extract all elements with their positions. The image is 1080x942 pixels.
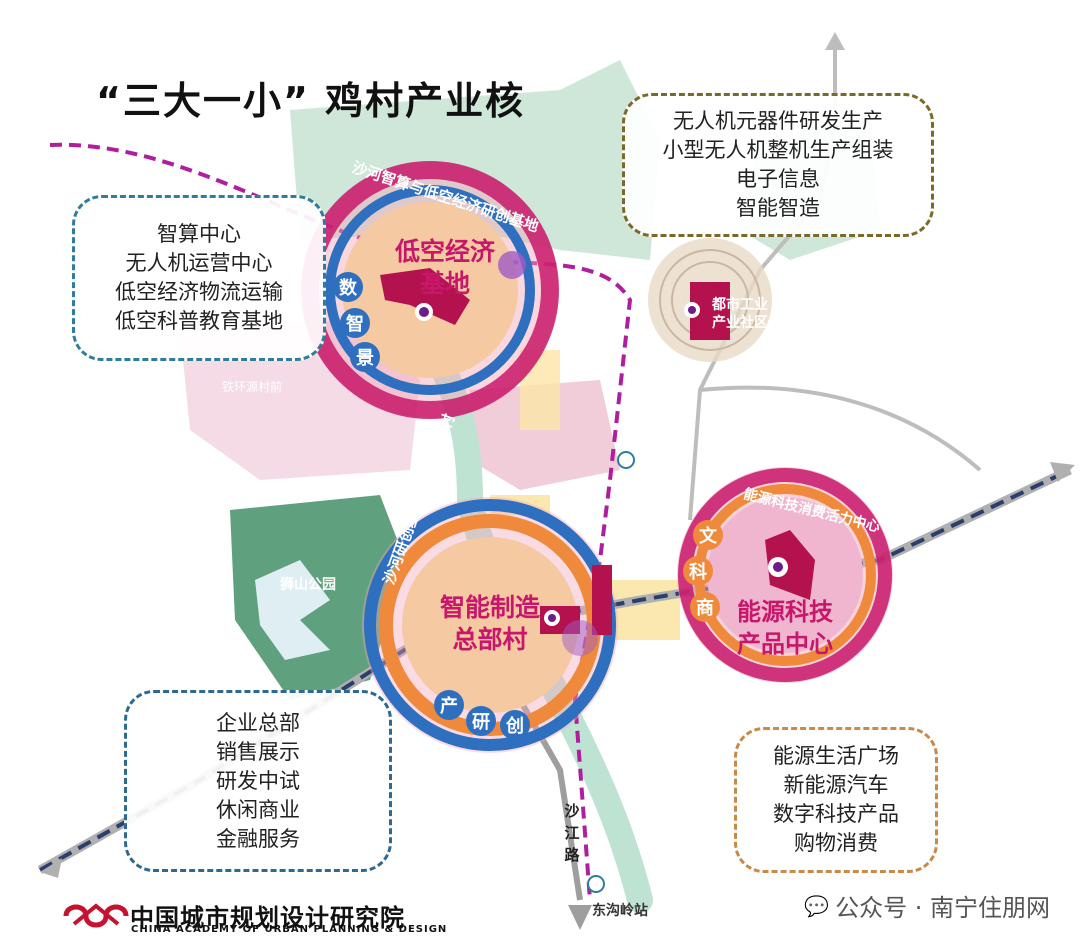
info-box-low-altitude: 智算中心 无人机运营中心 低空经济物流运输 低空科普教育基地	[72, 195, 326, 361]
info-line: 智能智造	[736, 196, 820, 220]
info-line: 低空科普教育基地	[115, 309, 283, 333]
core-name-line: 能源科技	[737, 598, 833, 626]
info-box-headquarters: 企业总部 销售展示 研发中试 休闲商业 金融服务	[124, 690, 392, 872]
metro-station-mid	[617, 451, 635, 469]
park-label: 狮山公园	[280, 577, 336, 593]
info-line: 金融服务	[216, 826, 300, 851]
green-zone-north	[290, 60, 660, 260]
info-line: 研发中试	[216, 768, 300, 793]
side-char: 景	[350, 342, 380, 372]
map-title: “三大一小” 鸡村产业核	[96, 79, 526, 123]
watermark-text: 公众号 · 南宁住朋网	[835, 894, 1050, 922]
org-name-cn: 中国城市规划设计研究院	[130, 904, 405, 932]
info-line: 企业总部	[216, 710, 300, 735]
info-line: 数字科技产品	[773, 802, 899, 826]
yellow-block-2	[610, 580, 680, 640]
road-label: 沙 江 路	[562, 800, 582, 866]
info-box-drone-industry: 无人机元器件研发生产 小型无人机整机生产组装 电子信息 智能智造	[622, 93, 934, 237]
info-line: 智算中心	[157, 222, 241, 246]
wechat-icon: 💬	[804, 893, 830, 918]
caupd-logo	[63, 903, 129, 928]
road-north-arrow	[825, 32, 845, 50]
core-name-line: 智能制造	[439, 593, 540, 622]
village-label: 铁环源村前	[222, 380, 283, 394]
org-name-en: CHINA ACADEMY OF URBAN PLANNING & DESIGN	[131, 924, 448, 935]
info-line: 新能源汽车	[783, 773, 889, 797]
info-line: 休闲商业	[216, 797, 300, 822]
railway-arrow-east	[1050, 462, 1075, 482]
info-line: 低空经济物流运输	[115, 280, 283, 304]
metro-station-label: 东沟岭站	[592, 903, 648, 919]
pink-district-core	[470, 380, 620, 490]
core-smart-mfg	[362, 497, 618, 753]
road-label-char: 路	[564, 846, 580, 864]
core-name-line: 总部村	[452, 625, 528, 654]
core-urban-industry	[648, 238, 772, 362]
core-name-line: 产业社区	[712, 315, 768, 331]
side-char: 文	[693, 520, 723, 550]
railway-arrow-west	[40, 858, 62, 878]
side-char: 商	[690, 592, 720, 622]
core-energy	[677, 467, 893, 683]
road-label-char: 江	[564, 824, 580, 842]
info-box-energy-life: 能源生活广场 新能源汽车 数字科技产品 购物消费	[734, 727, 938, 873]
side-char: 产	[434, 690, 464, 720]
info-line: 小型无人机整机生产组装	[662, 138, 894, 162]
info-line: 销售展示	[216, 739, 300, 764]
side-char: 研	[466, 706, 496, 736]
core-name-low-altitude: 低空经济 基地	[390, 236, 500, 300]
side-char: 科	[683, 556, 713, 586]
core-name-line: 都市工业	[712, 297, 768, 313]
core-name-urban-industry: 都市工业 产业社区	[700, 296, 780, 332]
core-low-altitude	[301, 161, 559, 419]
road-label-char: 沙	[564, 802, 580, 820]
info-line: 无人机运营中心	[125, 251, 273, 275]
park-river	[255, 560, 330, 660]
core-name-line: 产品中心	[737, 630, 833, 658]
side-char: 智	[340, 308, 370, 338]
info-line: 电子信息	[736, 167, 820, 191]
core-name-energy: 能源科技 产品中心	[720, 596, 850, 660]
info-line: 能源生活广场	[773, 744, 899, 768]
side-char: 创	[500, 710, 530, 740]
core-name-line: 低空经济	[394, 237, 495, 266]
watermark: 💬 公众号 · 南宁住朋网	[804, 888, 1050, 923]
info-line: 购物消费	[794, 831, 878, 855]
road-south-arrow	[568, 905, 592, 930]
road-east-loop	[699, 385, 982, 472]
core-name-line: 基地	[419, 269, 470, 298]
metro-station-south	[587, 875, 605, 893]
info-line: 无人机元器件研发生产	[673, 109, 883, 133]
core-name-smart-mfg: 智能制造 总部村	[425, 592, 555, 656]
side-char: 数	[333, 272, 363, 302]
